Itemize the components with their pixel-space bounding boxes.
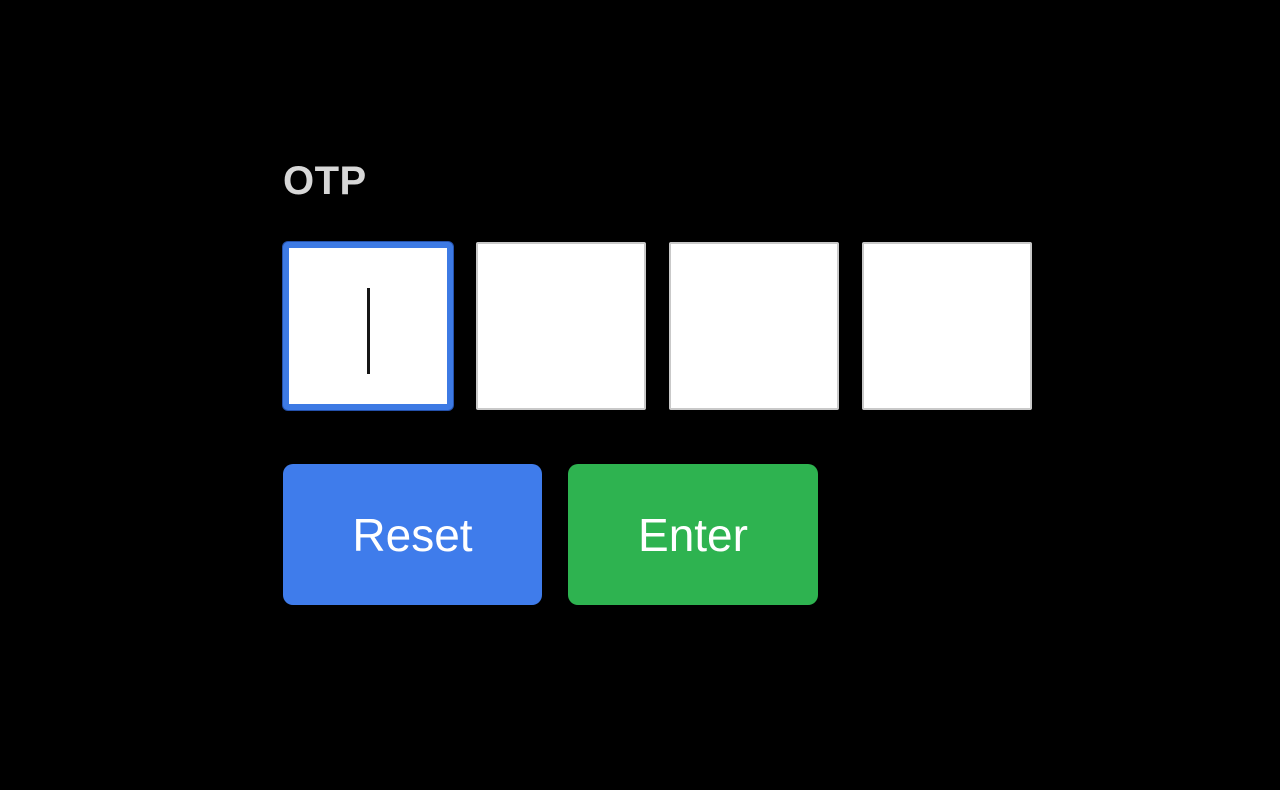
otp-input-3[interactable] xyxy=(669,242,839,410)
otp-label: OTP xyxy=(283,159,367,203)
button-row: Reset Enter xyxy=(283,464,1032,605)
reset-button[interactable]: Reset xyxy=(283,464,542,605)
otp-input-2[interactable] xyxy=(476,242,646,410)
otp-box-row xyxy=(283,242,1032,410)
otp-form: OTP Reset Enter xyxy=(283,158,1032,605)
enter-button[interactable]: Enter xyxy=(568,464,818,605)
otp-input-4[interactable] xyxy=(862,242,1032,410)
text-caret xyxy=(366,288,370,374)
otp-input-1[interactable] xyxy=(283,242,453,410)
